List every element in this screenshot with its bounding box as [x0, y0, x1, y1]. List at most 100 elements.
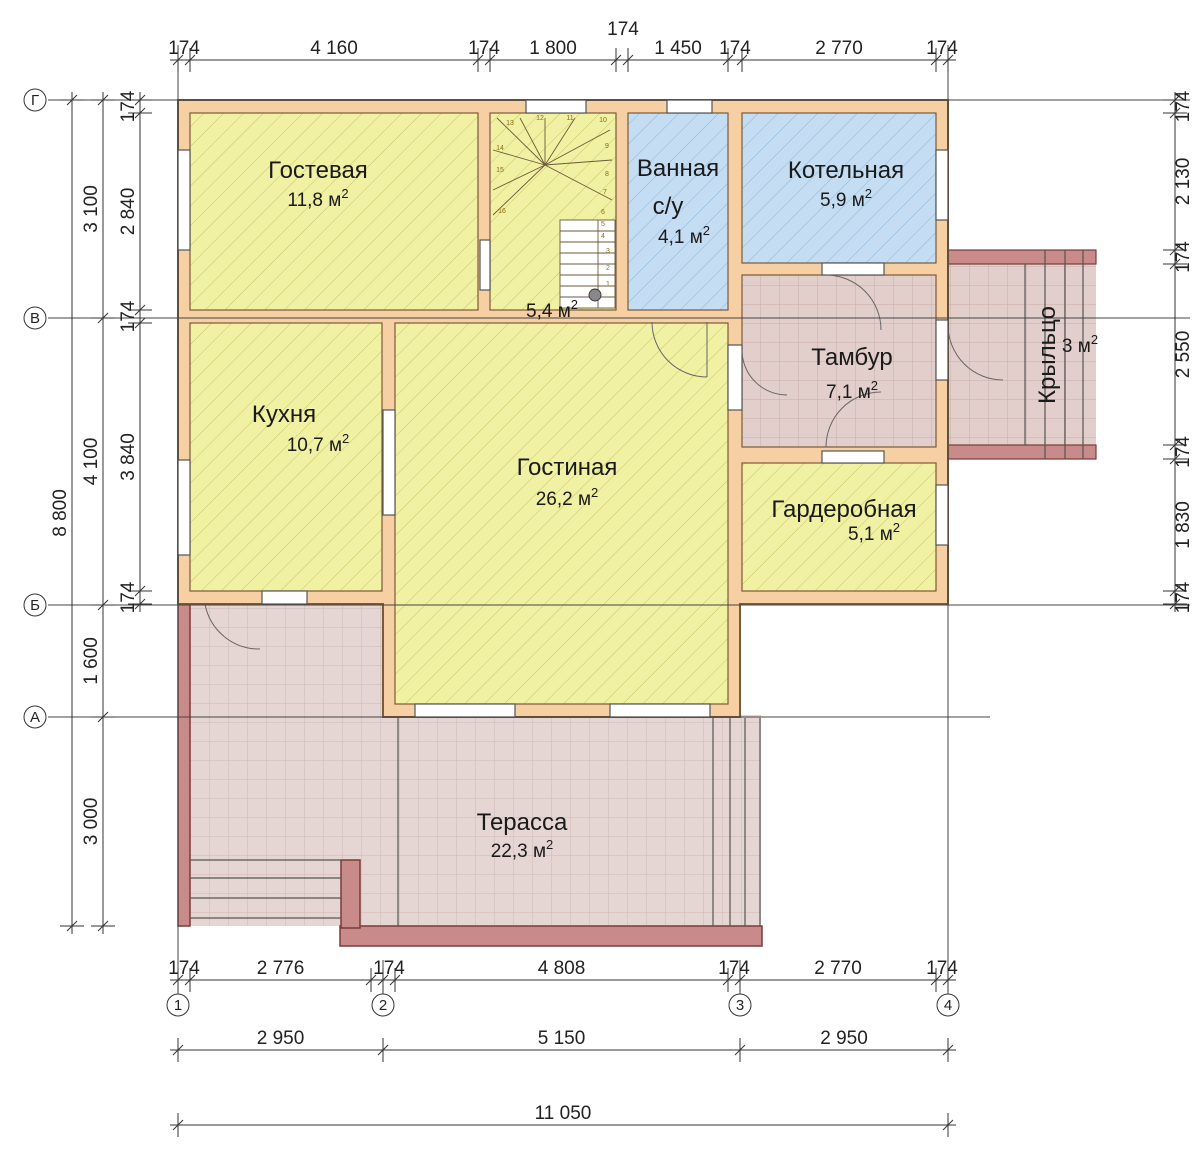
staircase	[492, 117, 616, 309]
stair-step-16: 16	[498, 208, 506, 215]
dimension-lines	[60, 48, 1187, 1137]
room-area-living: 26,2 м2	[536, 485, 599, 510]
room-area-vestibule: 7,1 м2	[826, 378, 878, 403]
axis-row-label: Б	[30, 597, 40, 614]
room-name-wardrobe: Гардеробная	[771, 496, 916, 523]
stair-step-14: 14	[496, 145, 504, 152]
room-name-kitchen: Кухня	[252, 401, 316, 428]
dim-top: 174	[926, 38, 958, 59]
stair-step-7: 7	[603, 189, 607, 196]
stair-step-11: 11	[566, 115, 573, 122]
dim-bottom1: 174	[168, 958, 200, 979]
dim-bottom-total: 11 050	[535, 1103, 592, 1124]
axis-bubble-col	[371, 993, 395, 1017]
axis-bubble-row	[23, 593, 47, 617]
porch	[947, 249, 1097, 460]
dim-bottom1: 2 776	[257, 958, 305, 979]
axis-row-label: Г	[31, 92, 39, 109]
door-swings	[204, 274, 1004, 650]
room-name-vestibule: Тамбур	[811, 344, 892, 371]
room-name-boiler: Котельная	[788, 157, 904, 184]
dim-right: 1 830	[1173, 501, 1194, 549]
axis-row-label: А	[30, 709, 40, 726]
dim-left-mid: 1 600	[81, 637, 102, 685]
axis-bubble-col	[936, 993, 960, 1017]
axis-bubble-row	[23, 306, 47, 330]
stair-step-1: 1	[606, 281, 610, 288]
axis-col-label: 1	[174, 997, 182, 1014]
axis-bubble-col	[166, 993, 190, 1017]
dim-bottom1: 174	[373, 958, 405, 979]
axis-bubble-row	[23, 88, 47, 112]
room-name-bath: Ванная	[637, 155, 719, 182]
stair-step-6: 6	[601, 209, 605, 216]
stair-step-8: 8	[605, 171, 609, 178]
stair-step-2: 2	[606, 265, 610, 272]
dim-right: 174	[1173, 90, 1194, 122]
dim-top: 174	[168, 38, 200, 59]
dim-top: 2 770	[815, 38, 863, 59]
dim-top: 1 800	[529, 38, 577, 59]
axis-bubble-row	[23, 705, 47, 729]
dim-left-inner: 2 840	[118, 188, 139, 236]
axis-lines	[48, 45, 1190, 1000]
axis-col-label: 3	[736, 997, 744, 1014]
stair-step-12: 12	[536, 115, 544, 122]
dim-right: 174	[1173, 581, 1194, 613]
windows	[177, 99, 949, 718]
dim-left-mid: 3 100	[81, 185, 102, 233]
terrace	[177, 603, 763, 947]
room-area-stairs: 5,4 м2	[526, 297, 578, 322]
room-area-wardrobe: 5,1 м2	[848, 520, 900, 545]
dim-bottom1: 174	[718, 958, 750, 979]
dim-bottom2: 5 150	[538, 1028, 586, 1049]
dim-left-mid: 3 000	[81, 798, 102, 846]
dim-bottom2: 2 950	[820, 1028, 868, 1049]
axis-col-label: 2	[379, 997, 387, 1014]
dim-left-mid: 4 100	[81, 438, 102, 486]
dim-top: 174	[468, 38, 500, 59]
room-name-terrace: Терасса	[477, 809, 568, 836]
dim-bottom1: 2 770	[814, 958, 862, 979]
dim-left-inner: 3 840	[118, 433, 139, 481]
room-name-porch: Крыльцо	[1034, 306, 1061, 404]
room-area-terrace: 22,3 м2	[491, 837, 554, 862]
stair-step-4: 4	[601, 233, 605, 240]
dim-bottom1: 174	[926, 958, 958, 979]
stair-step-3: 3	[606, 248, 610, 255]
room-area-kitchen: 10,7 м2	[287, 431, 350, 456]
dim-bottom2: 2 950	[257, 1028, 305, 1049]
room-area-guest: 11,8 м2	[287, 186, 348, 211]
dim-bottom1: 4 808	[538, 958, 586, 979]
dim-top: 4 160	[310, 38, 358, 59]
room-name-guest: Гостевая	[268, 157, 368, 184]
dim-left-inner: 174	[118, 90, 139, 122]
dim-right: 2 550	[1173, 331, 1194, 379]
axis-bubble-col	[728, 993, 752, 1017]
dim-right: 174	[1173, 436, 1194, 468]
dim-right: 174	[1173, 241, 1194, 273]
stair-step-13: 13	[506, 120, 514, 127]
stair-step-10: 10	[599, 117, 607, 124]
room-area-boiler: 5,9 м2	[820, 186, 872, 211]
room-name2-bath: с/у	[653, 193, 684, 220]
stair-step-5: 5	[601, 221, 605, 228]
dim-top: 174	[719, 38, 751, 59]
room-name-living: Гостиная	[517, 454, 618, 481]
room-area-bath: 4,1 м2	[658, 223, 710, 248]
dim-right: 2 130	[1173, 158, 1194, 206]
dim-left-outer: 8 800	[50, 489, 71, 537]
stair-step-15: 15	[496, 167, 504, 174]
dim-left-inner: 174	[118, 300, 139, 332]
dim-left-inner: 174	[118, 581, 139, 613]
dim-top-extra: 174	[607, 19, 639, 40]
dim-top: 1 450	[654, 38, 702, 59]
axis-col-label: 4	[944, 997, 952, 1014]
axis-row-label: В	[30, 310, 40, 327]
stair-step-9: 9	[605, 143, 609, 150]
